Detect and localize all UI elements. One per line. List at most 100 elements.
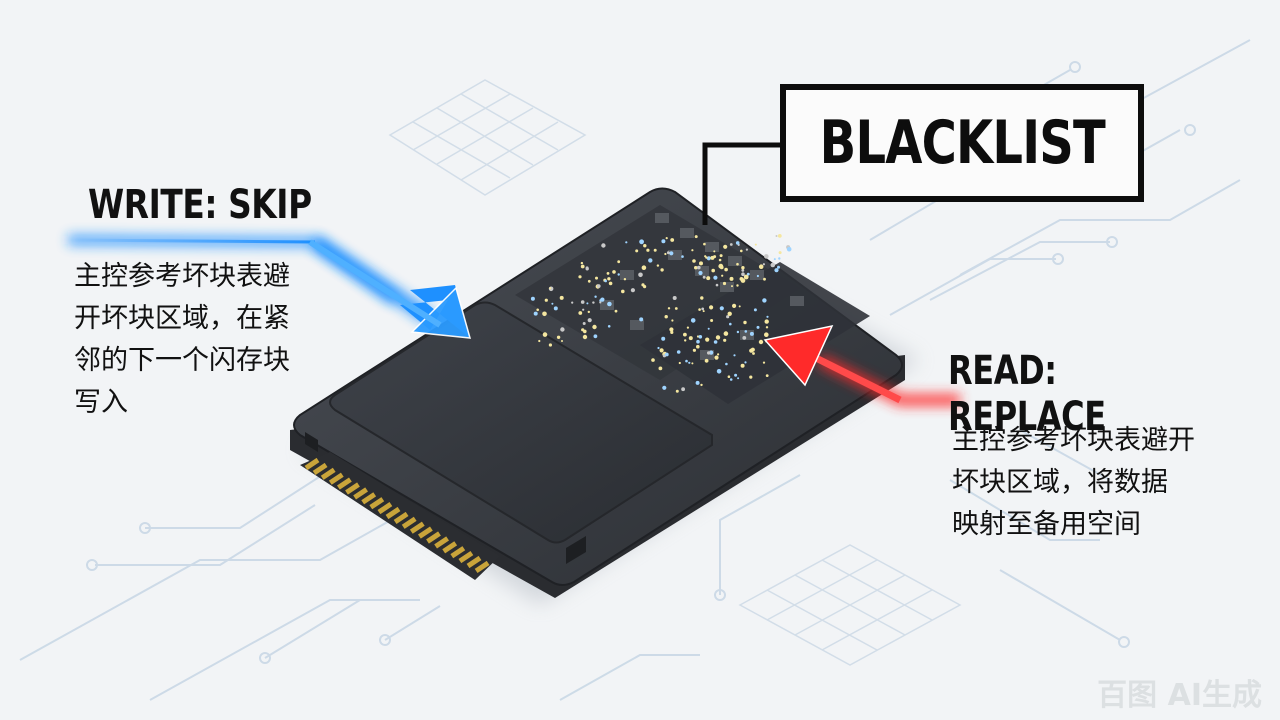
chip-led: [737, 377, 740, 380]
flash-chip: [620, 270, 634, 280]
chip-led: [553, 306, 558, 311]
chip-led: [713, 275, 718, 280]
chip-led: [727, 311, 732, 316]
connector-pin: [458, 551, 474, 564]
chip-led: [716, 369, 722, 374]
chip-led: [681, 255, 684, 258]
connector-pin: [418, 526, 433, 539]
read-replace-title: READ: REPLACE: [948, 348, 1106, 440]
chip-led: [698, 270, 703, 276]
chip-led: [696, 339, 700, 344]
chip-led: [617, 260, 621, 264]
chip-led: [719, 254, 723, 258]
flash-chip: [630, 320, 644, 330]
chip-led: [719, 306, 724, 311]
chip-led: [595, 276, 598, 280]
chip-led: [746, 272, 750, 276]
flash-chip: [700, 350, 714, 360]
chip-led: [698, 335, 703, 339]
flash-chip: [668, 250, 682, 260]
connector-pin: [361, 492, 377, 505]
chip-led: [692, 259, 696, 263]
chip-led: [667, 307, 671, 310]
flash-chip: [740, 330, 754, 340]
chip-led: [669, 251, 674, 256]
chip-led: [607, 277, 611, 281]
chip-led: [630, 288, 636, 293]
chip-led: [718, 263, 724, 269]
chip-led: [593, 334, 598, 339]
chip-led: [592, 324, 597, 330]
chip-led: [764, 254, 769, 259]
ssd-drive: [290, 187, 905, 598]
chip-led: [538, 339, 541, 343]
chip-led: [548, 343, 553, 347]
chip-led: [704, 358, 709, 363]
chip-led: [723, 338, 727, 342]
connector-pin: [450, 546, 466, 559]
chip-led: [744, 330, 748, 333]
chip-led: [542, 311, 547, 317]
chip-led: [740, 249, 743, 253]
chip-led: [597, 284, 601, 288]
chip-led: [777, 234, 782, 238]
read-arrow: [763, 324, 1200, 406]
chip-led: [688, 361, 691, 364]
chip-led: [723, 331, 729, 336]
chip-led: [533, 311, 538, 316]
chip-led: [729, 322, 732, 326]
chip-led: [745, 248, 749, 251]
chip-led: [600, 297, 605, 302]
chip-led: [765, 374, 769, 377]
chip-led: [715, 335, 721, 340]
connector-pin: [393, 511, 409, 524]
chip-led: [721, 274, 724, 277]
chip-led: [707, 351, 711, 355]
chip-led: [544, 298, 548, 302]
flash-chip: [655, 213, 669, 223]
chip-led: [727, 375, 731, 379]
chip-led: [758, 264, 764, 270]
chip-led: [542, 332, 548, 337]
chip-led: [775, 235, 778, 237]
chip-led: [694, 235, 698, 239]
grid-pattern-top: [388, 79, 587, 196]
chip-led: [660, 268, 664, 272]
chip-led: [580, 261, 584, 265]
chip-led: [736, 330, 740, 334]
chip-led: [601, 243, 606, 248]
connector-pin: [320, 467, 336, 480]
connector-pin: [345, 482, 360, 495]
chip-led: [717, 353, 720, 356]
chip-led: [743, 320, 747, 325]
chip-led: [729, 276, 734, 281]
connector-pin: [385, 506, 401, 520]
chip-led: [713, 250, 716, 253]
chip-led: [764, 319, 769, 324]
blacklist-label-box: BLACKLIST: [780, 84, 1144, 202]
write-arrow: [67, 235, 472, 339]
flash-chip: [720, 282, 734, 292]
ssd-notch-right: [566, 536, 586, 564]
connector-pin: [434, 536, 449, 549]
chip-led: [676, 350, 681, 354]
chip-led: [702, 275, 706, 279]
chip-led: [587, 318, 592, 323]
chip-led: [705, 337, 710, 342]
chip-led: [762, 298, 767, 303]
chip-led: [763, 277, 766, 281]
chip-led: [582, 322, 586, 325]
chip-led: [646, 248, 650, 252]
chip-led: [694, 266, 698, 270]
chip-led: [608, 281, 613, 286]
chip-led: [665, 237, 668, 240]
chip-led: [714, 355, 719, 360]
chip-led: [706, 256, 711, 261]
connector-pin: [369, 497, 385, 510]
chip-led: [683, 332, 687, 337]
chip-led: [641, 283, 645, 287]
chip-led: [578, 311, 583, 315]
chip-led: [623, 278, 627, 281]
flash-chip: [600, 300, 614, 310]
